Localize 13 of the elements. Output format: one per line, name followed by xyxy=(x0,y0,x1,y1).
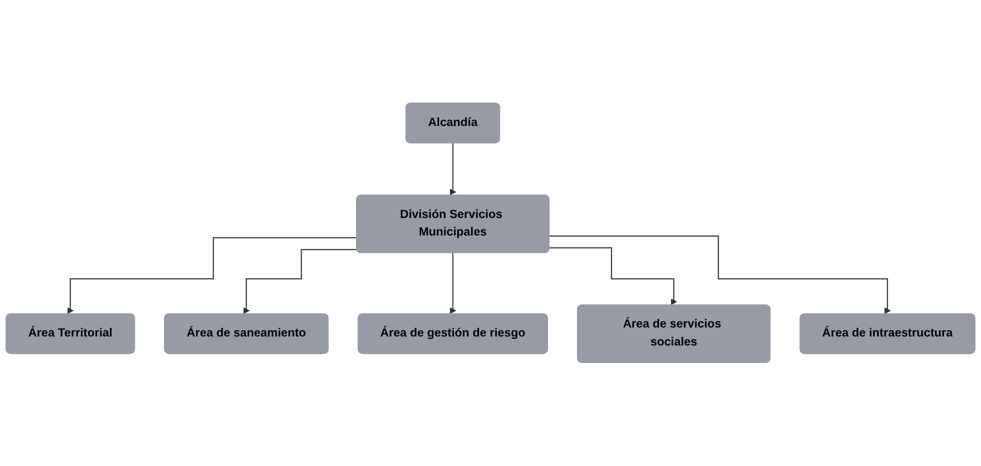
node-box: Área Territorial xyxy=(6,314,136,354)
arrow xyxy=(243,249,356,314)
node-box: Alcandía xyxy=(405,102,500,144)
node-box: Área de saneamiento xyxy=(164,314,329,354)
arrow xyxy=(67,237,356,314)
arrow xyxy=(450,252,456,314)
arrow xyxy=(549,248,678,306)
arrow xyxy=(450,142,456,196)
node-box: División Servicios Municipales xyxy=(356,194,550,254)
node-box: Área de gestión de riesgo xyxy=(358,314,548,354)
node-box: Área de servicios sociales xyxy=(576,304,771,364)
node-box: Área de intraestructura xyxy=(800,314,976,354)
arrow xyxy=(549,236,891,314)
